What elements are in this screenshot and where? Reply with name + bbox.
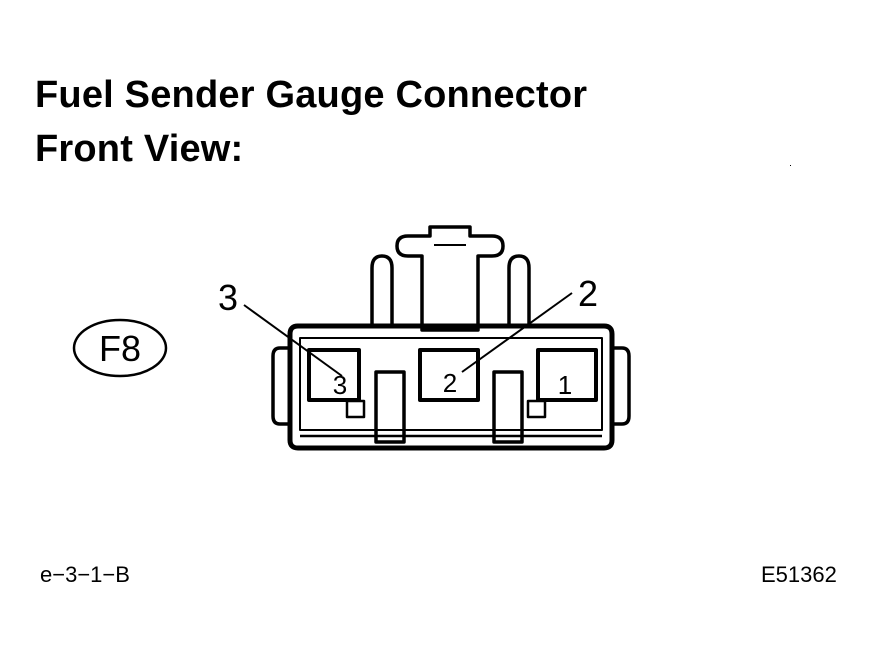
callout-label-right: 2 bbox=[578, 273, 598, 314]
callout-leader-left bbox=[243, 304, 343, 377]
terminal-number-3: 3 bbox=[333, 370, 347, 400]
callout-label-left: 3 bbox=[218, 277, 238, 318]
diagram-title: Fuel Sender Gauge Connector Front View: bbox=[35, 68, 587, 176]
connector-side-tab-left bbox=[271, 346, 290, 426]
key-block-right bbox=[526, 399, 547, 419]
connector-body bbox=[271, 225, 631, 451]
terminal-number-2: 2 bbox=[443, 368, 457, 398]
callout-leader-right bbox=[461, 292, 573, 373]
title-line-1: Fuel Sender Gauge Connector bbox=[35, 74, 588, 116]
locking-rib-right bbox=[492, 370, 524, 444]
terminal-number-1: 1 bbox=[558, 370, 572, 400]
title-line-2: Front View: bbox=[35, 128, 244, 170]
connector-post-right bbox=[507, 254, 531, 326]
scan-speck bbox=[790, 165, 791, 166]
connector-id-label: F8 bbox=[99, 328, 141, 369]
figure-code-right: E51362 bbox=[761, 562, 837, 587]
locking-rib-left bbox=[374, 370, 406, 444]
terminal-cavity-1 bbox=[536, 348, 598, 402]
key-block-left bbox=[345, 399, 366, 419]
connector-inner-outline bbox=[299, 337, 603, 431]
connector-housing bbox=[287, 323, 615, 451]
figure-code-left: e−3−1−B bbox=[40, 562, 130, 587]
connector-latch bbox=[395, 225, 505, 332]
connector-id-ellipse bbox=[72, 318, 168, 378]
connector-post-left bbox=[370, 254, 394, 326]
terminal-cavity-3 bbox=[307, 348, 361, 402]
connector-side-tab-right bbox=[612, 346, 631, 426]
terminal-cavity-2 bbox=[418, 348, 480, 402]
